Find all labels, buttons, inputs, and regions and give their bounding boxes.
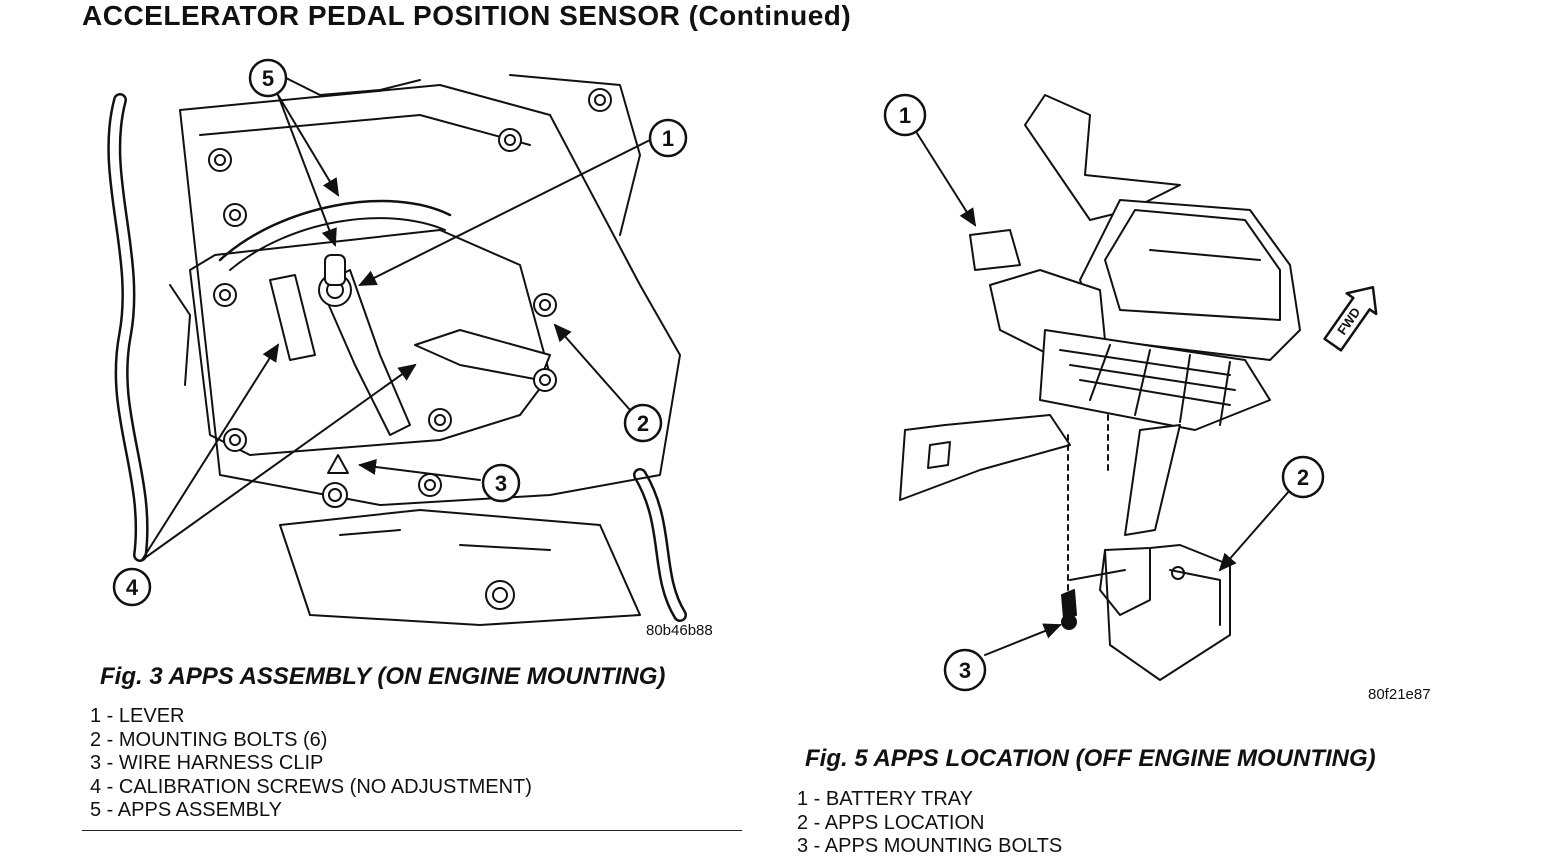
fig3-callout-3 — [481, 463, 521, 503]
fig5-callout-1-label: 1 — [899, 103, 911, 128]
fig5-legend-item: 3 - APPS MOUNTING BOLTS — [797, 835, 1063, 857]
fig3-callout-1-label: 1 — [662, 126, 674, 151]
fig3-callout-2-label: 2 — [637, 411, 649, 436]
fig3-legend: 1 - LEVER 2 - MOUNTING BOLTS (6) 3 - WIR… — [90, 705, 532, 823]
fig3-legend-item: 4 - CALIBRATION SCREWS (NO ADJUSTMENT) — [90, 775, 532, 798]
fig5-callout-3 — [943, 648, 987, 692]
fig3-callout-5 — [248, 58, 288, 98]
page-title: ACCELERATOR PEDAL POSITION SENSOR (Conti… — [82, 0, 852, 31]
fig5-callout-1 — [883, 93, 927, 137]
fig3-illustration: 5 1 2 3 4 — [80, 55, 730, 655]
fig3-legend-item: 1 - LEVER — [90, 705, 185, 727]
fig3-callout-4 — [112, 567, 152, 607]
fig3-callout-1 — [648, 118, 688, 158]
fig5-callout-2-label: 2 — [1297, 465, 1309, 490]
fig5-legend-item: 1 - BATTERY TRAY — [797, 788, 973, 810]
fig3-callout-3-label: 3 — [495, 471, 507, 496]
fig3-callout-5-label: 5 — [262, 66, 274, 91]
fig5-legend: 1 - BATTERY TRAY 2 - APPS LOCATION 3 - A… — [797, 788, 1062, 859]
fig3-code: 80b46b88 — [646, 622, 713, 639]
fig3-legend-item: 3 - WIRE HARNESS CLIP — [90, 752, 324, 774]
fig5-callout-2 — [1281, 455, 1325, 499]
divider-rule — [82, 830, 742, 831]
fig5-code: 80f21e87 — [1368, 686, 1431, 703]
fig5-legend-item: 2 - APPS LOCATION — [797, 811, 985, 834]
fig3-caption: Fig. 3 APPS ASSEMBLY (ON ENGINE MOUNTING… — [100, 663, 666, 690]
fig3-legend-item: 2 - MOUNTING BOLTS (6) — [90, 728, 328, 751]
fig3-legend-item: 5 - APPS ASSEMBLY — [90, 799, 282, 821]
fig5-callout-3-label: 3 — [959, 658, 971, 683]
fig3-callout-4-label: 4 — [126, 575, 139, 600]
fwd-arrow — [1323, 285, 1378, 352]
fig3-callout-2 — [623, 403, 663, 443]
fig5-caption: Fig. 5 APPS LOCATION (OFF ENGINE MOUNTIN… — [805, 745, 1376, 772]
fig5-illustration: FWD 1 2 3 — [850, 70, 1470, 720]
